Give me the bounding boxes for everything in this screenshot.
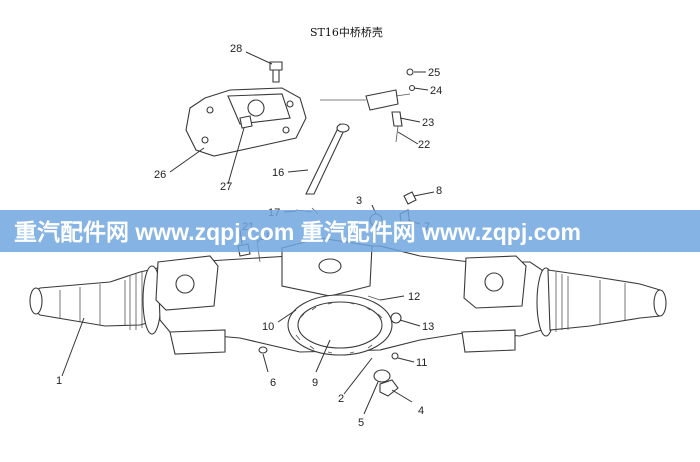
label-part-26: 26 — [154, 169, 166, 181]
label-part-2: 2 — [338, 393, 344, 405]
diagram-title: ST16中桥桥壳 — [310, 25, 383, 39]
label-part-3: 3 — [356, 195, 362, 207]
label-part-28: 28 — [230, 43, 242, 55]
label-part-12: 12 — [408, 291, 420, 303]
label-part-25: 25 — [428, 67, 440, 79]
watermark-text: 重汽配件网 www.zqpj.com 重汽配件网 www.zqpj.com — [14, 219, 581, 245]
label-part-8: 8 — [436, 185, 442, 197]
label-part-23: 23 — [422, 117, 434, 129]
label-part-5: 5 — [358, 417, 364, 429]
rod-and-damper — [305, 68, 416, 195]
label-part-16: 16 — [272, 167, 284, 179]
axle-housing — [29, 237, 667, 356]
label-part-6: 6 — [270, 377, 276, 389]
label-part-22: 22 — [418, 139, 430, 151]
upper-bracket-assembly — [185, 61, 307, 157]
label-part-27: 27 — [220, 181, 232, 193]
label-part-24: 24 — [430, 85, 442, 97]
label-part-9: 9 — [312, 377, 318, 389]
label-part-1: 1 — [56, 375, 62, 387]
watermark: 重汽配件网 www.zqpj.com 重汽配件网 www.zqpj.com — [0, 210, 700, 252]
label-part-13: 13 — [422, 321, 434, 333]
label-part-4: 4 — [418, 405, 424, 417]
label-part-10: 10 — [262, 321, 274, 333]
label-part-11: 11 — [416, 357, 427, 369]
watermark-band — [0, 210, 700, 252]
